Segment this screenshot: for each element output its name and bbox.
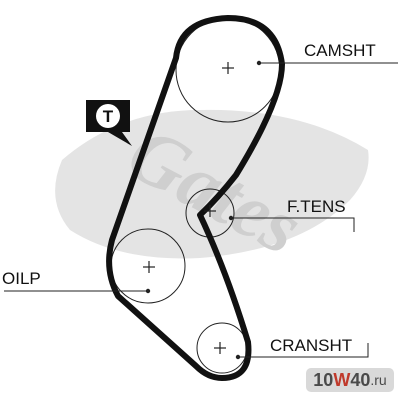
oilpump-center-mark: [143, 261, 155, 273]
oilpump-label: OILP: [2, 269, 41, 288]
watermark-swoosh: [55, 109, 369, 259]
camshaft-leader: [256, 60, 398, 66]
oilpump-leader: [4, 288, 151, 294]
tensioner-leader: [228, 215, 355, 232]
badge-part1: 10: [313, 369, 334, 390]
tensioner-symbol: T: [86, 100, 132, 146]
badge-part2: W: [333, 369, 351, 390]
badge-part3: 40: [350, 369, 371, 390]
camshaft-label: CAMSHT: [304, 41, 376, 60]
crankshaft-leader: [235, 343, 369, 360]
tensioner-center-mark: [204, 205, 216, 217]
camshaft-center-mark: [222, 62, 234, 74]
crankshaft-center-mark: [214, 342, 226, 354]
crankshaft-label: CRANSHT: [270, 336, 352, 355]
tensioner-symbol-icon: [96, 104, 120, 128]
tensioner-label: F.TENS: [287, 197, 346, 216]
tensioner-symbol-letter: T: [103, 107, 114, 126]
badge-part4: .ru: [370, 372, 387, 388]
timing-belt: [106, 15, 285, 381]
site-watermark-badge: 10 W 40 .ru: [306, 368, 394, 392]
